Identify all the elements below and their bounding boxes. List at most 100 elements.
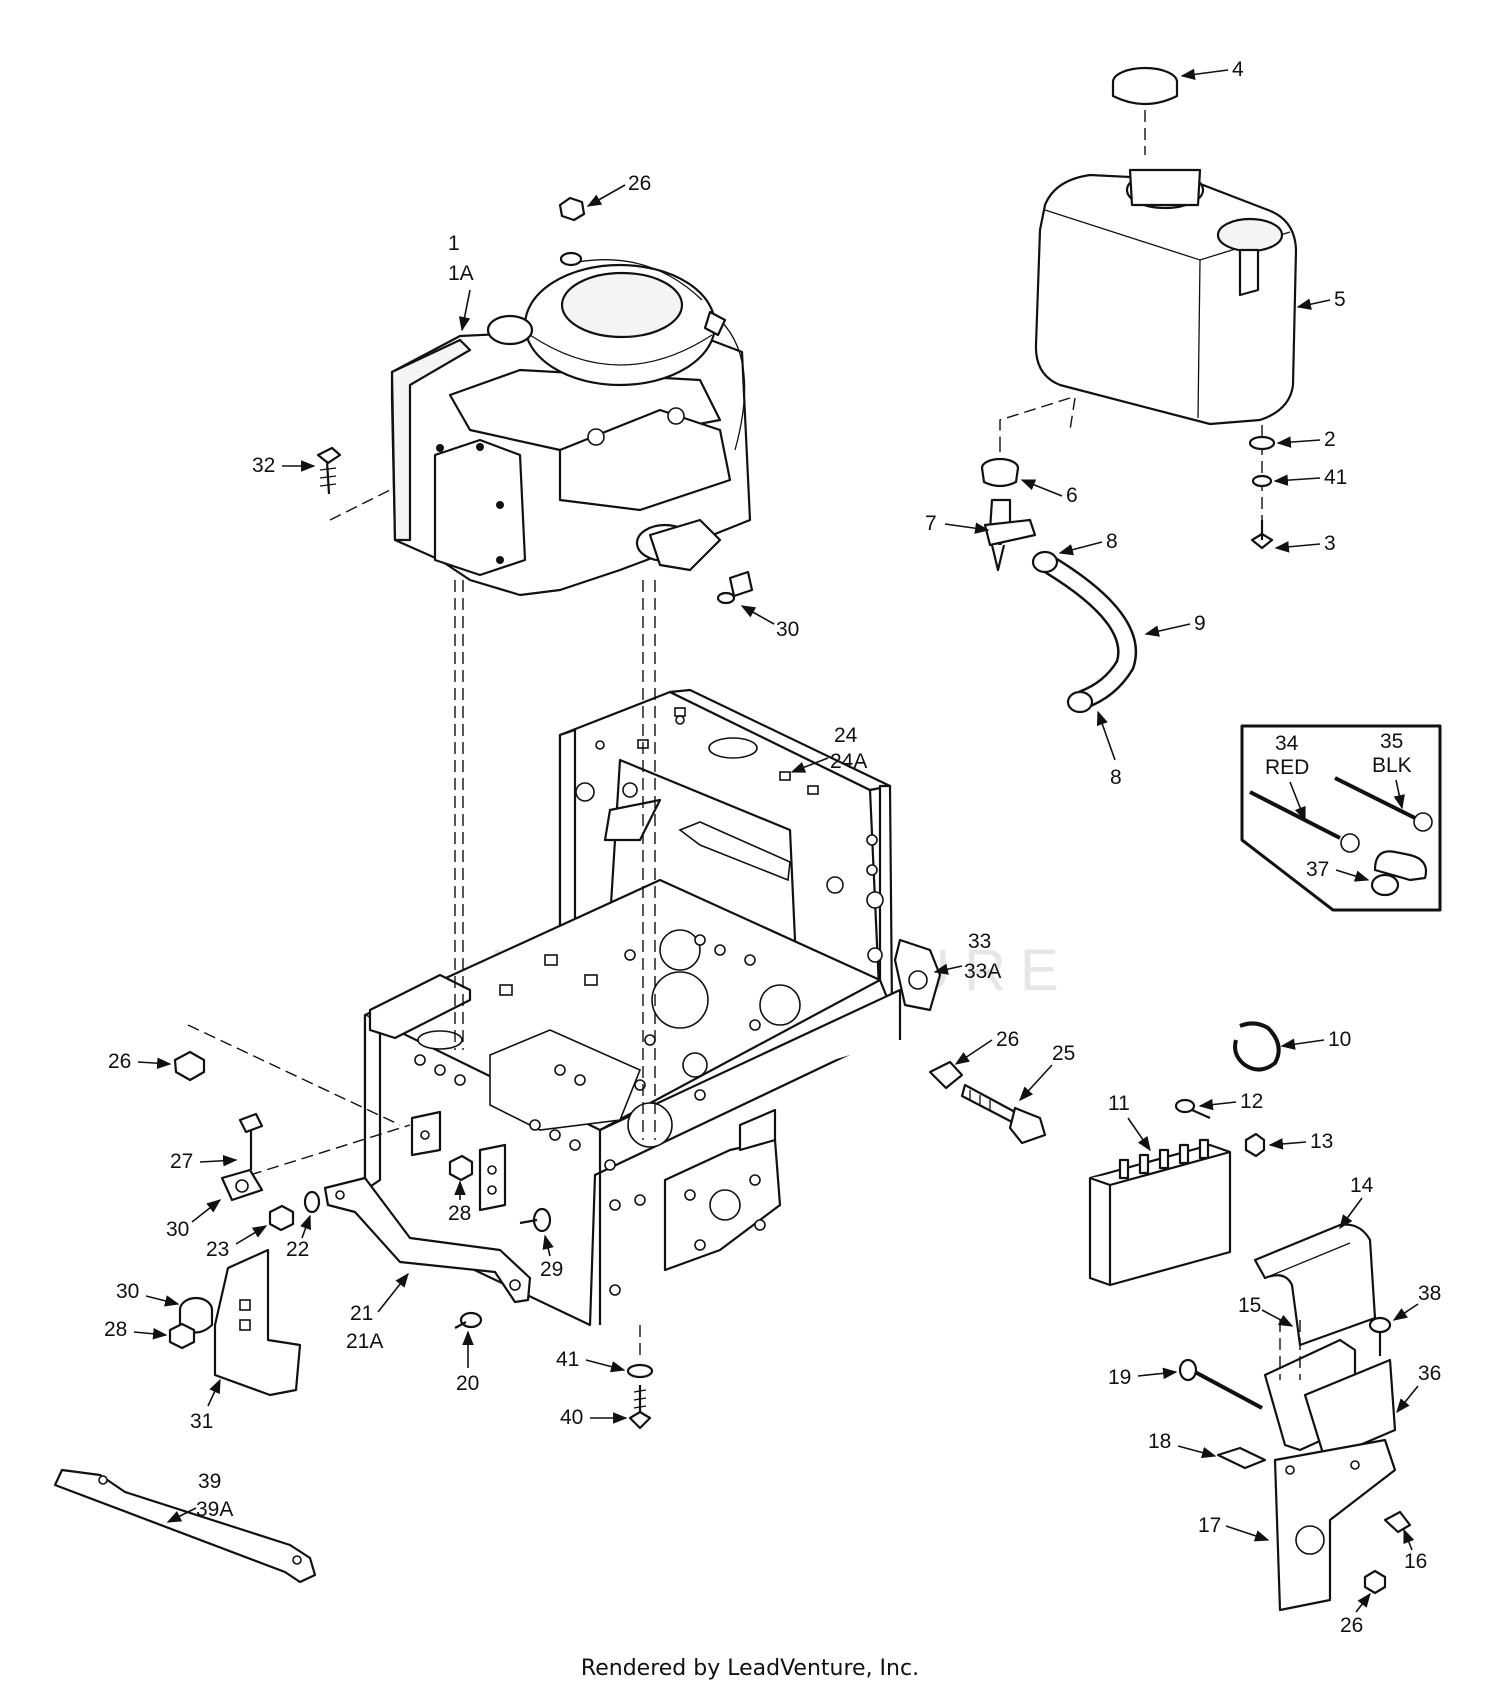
battery-cover: [1253, 1223, 1377, 1347]
callout-41-bottom: 41: [556, 1348, 579, 1371]
callout-7: 7: [925, 512, 937, 535]
callout-24: 24: [834, 724, 858, 747]
callout-21: 21: [350, 1302, 373, 1325]
callout-29: 29: [540, 1258, 563, 1281]
callout-13: 13: [1310, 1130, 1333, 1153]
callout-20: 20: [456, 1372, 479, 1395]
callout-32: 32: [252, 454, 275, 477]
callout-1a: 1A: [448, 262, 474, 285]
bushing-6: [980, 457, 1020, 488]
callout-34: 34: [1275, 732, 1299, 755]
brace-21: [323, 1176, 532, 1304]
chassis-side-brackets: [368, 973, 507, 1212]
chassis: [363, 878, 902, 1327]
callout-28-center: 28: [448, 1202, 471, 1225]
callout-30-engine: 30: [776, 618, 799, 641]
callout-10: 10: [1328, 1028, 1351, 1051]
bracket-33: [893, 938, 942, 1012]
washer-41-bottom: [626, 1363, 654, 1379]
fuel-cap: [1111, 66, 1179, 155]
callout-17: 17: [1198, 1514, 1221, 1537]
tank-hardware: [1248, 425, 1276, 550]
nut-26-left: [173, 1050, 206, 1082]
callout-31: 31: [190, 1410, 213, 1433]
callout-15: 15: [1238, 1294, 1261, 1317]
nut-28-center: [448, 1154, 474, 1182]
callout-11: 11: [1108, 1092, 1130, 1115]
callout-19: 19: [1108, 1366, 1131, 1389]
callout-5: 5: [1334, 288, 1346, 311]
bolt-19: [1178, 1358, 1263, 1410]
callout-3: 3: [1324, 532, 1336, 555]
callout-12: 12: [1240, 1090, 1263, 1113]
bolt-32: [316, 446, 342, 495]
snap-ring-10: [1233, 1021, 1281, 1072]
bolt-20: [454, 1311, 483, 1329]
bracket-31: [213, 1248, 302, 1397]
clip-30-engine: [716, 570, 754, 605]
callout-8-lower: 8: [1110, 766, 1122, 789]
shutoff-valve: [983, 498, 1037, 572]
bolt-40: [628, 1385, 652, 1430]
callout-28-bracket: 28: [104, 1318, 127, 1341]
callout-16: 16: [1404, 1550, 1427, 1573]
callout-26-top: 26: [628, 172, 651, 195]
callout-blk: BLK: [1372, 754, 1412, 777]
washer-22: [303, 1190, 321, 1214]
bolt-38: [1368, 1316, 1392, 1356]
callout-30-bracket: 30: [116, 1280, 139, 1303]
callout-39a: 39A: [196, 1498, 233, 1521]
callout-22: 22: [286, 1238, 309, 1261]
bolt-29: [519, 1207, 552, 1233]
callout-30-left: 30: [166, 1218, 189, 1241]
nut-26-bracket: [1363, 1569, 1387, 1595]
callout-38: 38: [1418, 1282, 1441, 1305]
callout-9: 9: [1194, 612, 1206, 635]
callout-8-upper: 8: [1106, 530, 1118, 553]
battery-bracket: [1263, 1320, 1397, 1612]
footer-credit: Rendered by LeadVenture, Inc.: [580, 1656, 920, 1681]
callout-39: 39: [198, 1470, 221, 1493]
callout-27: 27: [170, 1150, 193, 1173]
callout-red: RED: [1265, 756, 1309, 779]
callout-26-bolt: 26: [996, 1028, 1019, 1051]
callout-14: 14: [1350, 1174, 1374, 1197]
callout-37: 37: [1306, 858, 1329, 881]
nut-26-top: [558, 196, 586, 267]
callout-1: 1: [448, 232, 460, 255]
alignment-dashes: [187, 489, 656, 1360]
fuel-hose: [1031, 550, 1138, 714]
callout-41-tank: 41: [1324, 466, 1347, 489]
nut-23: [268, 1204, 295, 1232]
callout-4: 4: [1232, 58, 1244, 81]
callout-36: 36: [1418, 1362, 1441, 1385]
callout-35: 35: [1380, 730, 1403, 753]
callout-26-left: 26: [108, 1050, 131, 1073]
cable-inset: [1240, 724, 1442, 912]
wing-nut-16: [1383, 1510, 1412, 1534]
callout-24a: 24A: [830, 750, 867, 773]
callout-6: 6: [1066, 484, 1078, 507]
callout-26-bracket: 26: [1340, 1614, 1363, 1637]
callout-2: 2: [1324, 428, 1336, 451]
battery: [1088, 1138, 1232, 1287]
clamp-30-left: [220, 1168, 264, 1202]
fuel-tank: [1034, 168, 1298, 426]
callout-33a: 33A: [964, 960, 1001, 983]
pad-18: [1216, 1446, 1267, 1470]
callout-40: 40: [560, 1406, 583, 1429]
front-right-plate: [663, 1108, 782, 1272]
callout-18: 18: [1148, 1430, 1171, 1453]
nut-28-bracket: [168, 1322, 196, 1350]
nut-13: [1244, 1132, 1266, 1158]
bolt-25: [928, 1060, 1047, 1145]
engine: [390, 259, 752, 597]
callout-33: 33: [968, 930, 991, 953]
callout-23: 23: [206, 1238, 229, 1261]
callout-25: 25: [1052, 1042, 1075, 1065]
tank-valve-dash: [999, 397, 1076, 440]
callout-21a: 21A: [346, 1330, 383, 1353]
panel-39: [53, 1468, 317, 1584]
bolt-27: [238, 1112, 264, 1170]
